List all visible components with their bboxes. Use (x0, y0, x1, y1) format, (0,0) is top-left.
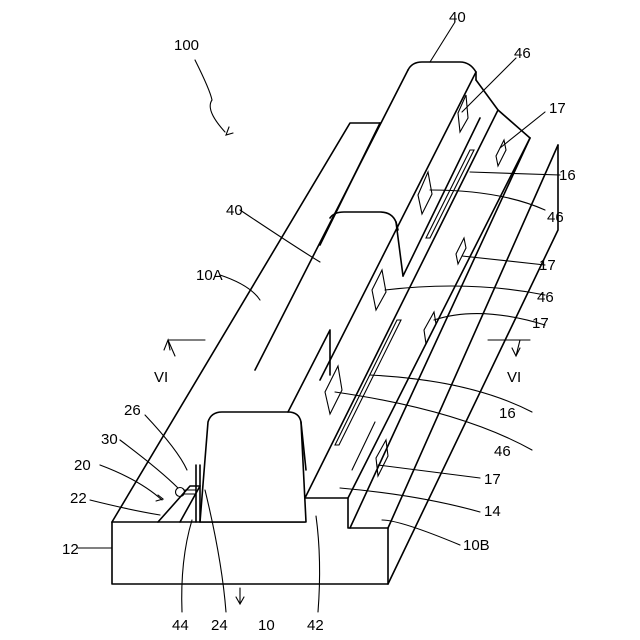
label-VI-left: VI (154, 369, 168, 386)
left-shelf (158, 465, 200, 522)
label-10A: 10A (196, 267, 223, 284)
label-24: 24 (211, 617, 228, 634)
screw-icon (176, 488, 185, 497)
label-16-b: 16 (499, 405, 516, 422)
label-VI-right: VI (507, 369, 521, 386)
label-22: 22 (70, 490, 87, 507)
windows (325, 95, 468, 414)
label-17-b: 17 (539, 257, 556, 274)
label-10B: 10B (463, 537, 490, 554)
label-42: 42 (307, 617, 324, 634)
label-26: 26 (124, 402, 141, 419)
label-46-b: 46 (547, 209, 564, 226)
label-16-a: 16 (559, 167, 576, 184)
end-block (200, 330, 330, 522)
label-10: 10 (258, 617, 275, 634)
label-44: 44 (172, 617, 189, 634)
label-30: 30 (101, 431, 118, 448)
label-14: 14 (484, 503, 501, 520)
label-100: 100 (174, 37, 199, 54)
label-40-top: 40 (449, 9, 466, 26)
label-17-d: 17 (484, 471, 501, 488)
label-20: 20 (74, 457, 91, 474)
label-40-mid: 40 (226, 202, 243, 219)
label-46-d: 46 (494, 443, 511, 460)
label-46-a: 46 (514, 45, 531, 62)
label-12: 12 (62, 541, 79, 558)
label-17-a: 17 (549, 100, 566, 117)
label-46-c: 46 (537, 289, 554, 306)
label-17-c: 17 (532, 315, 549, 332)
leader-lines (78, 22, 560, 612)
